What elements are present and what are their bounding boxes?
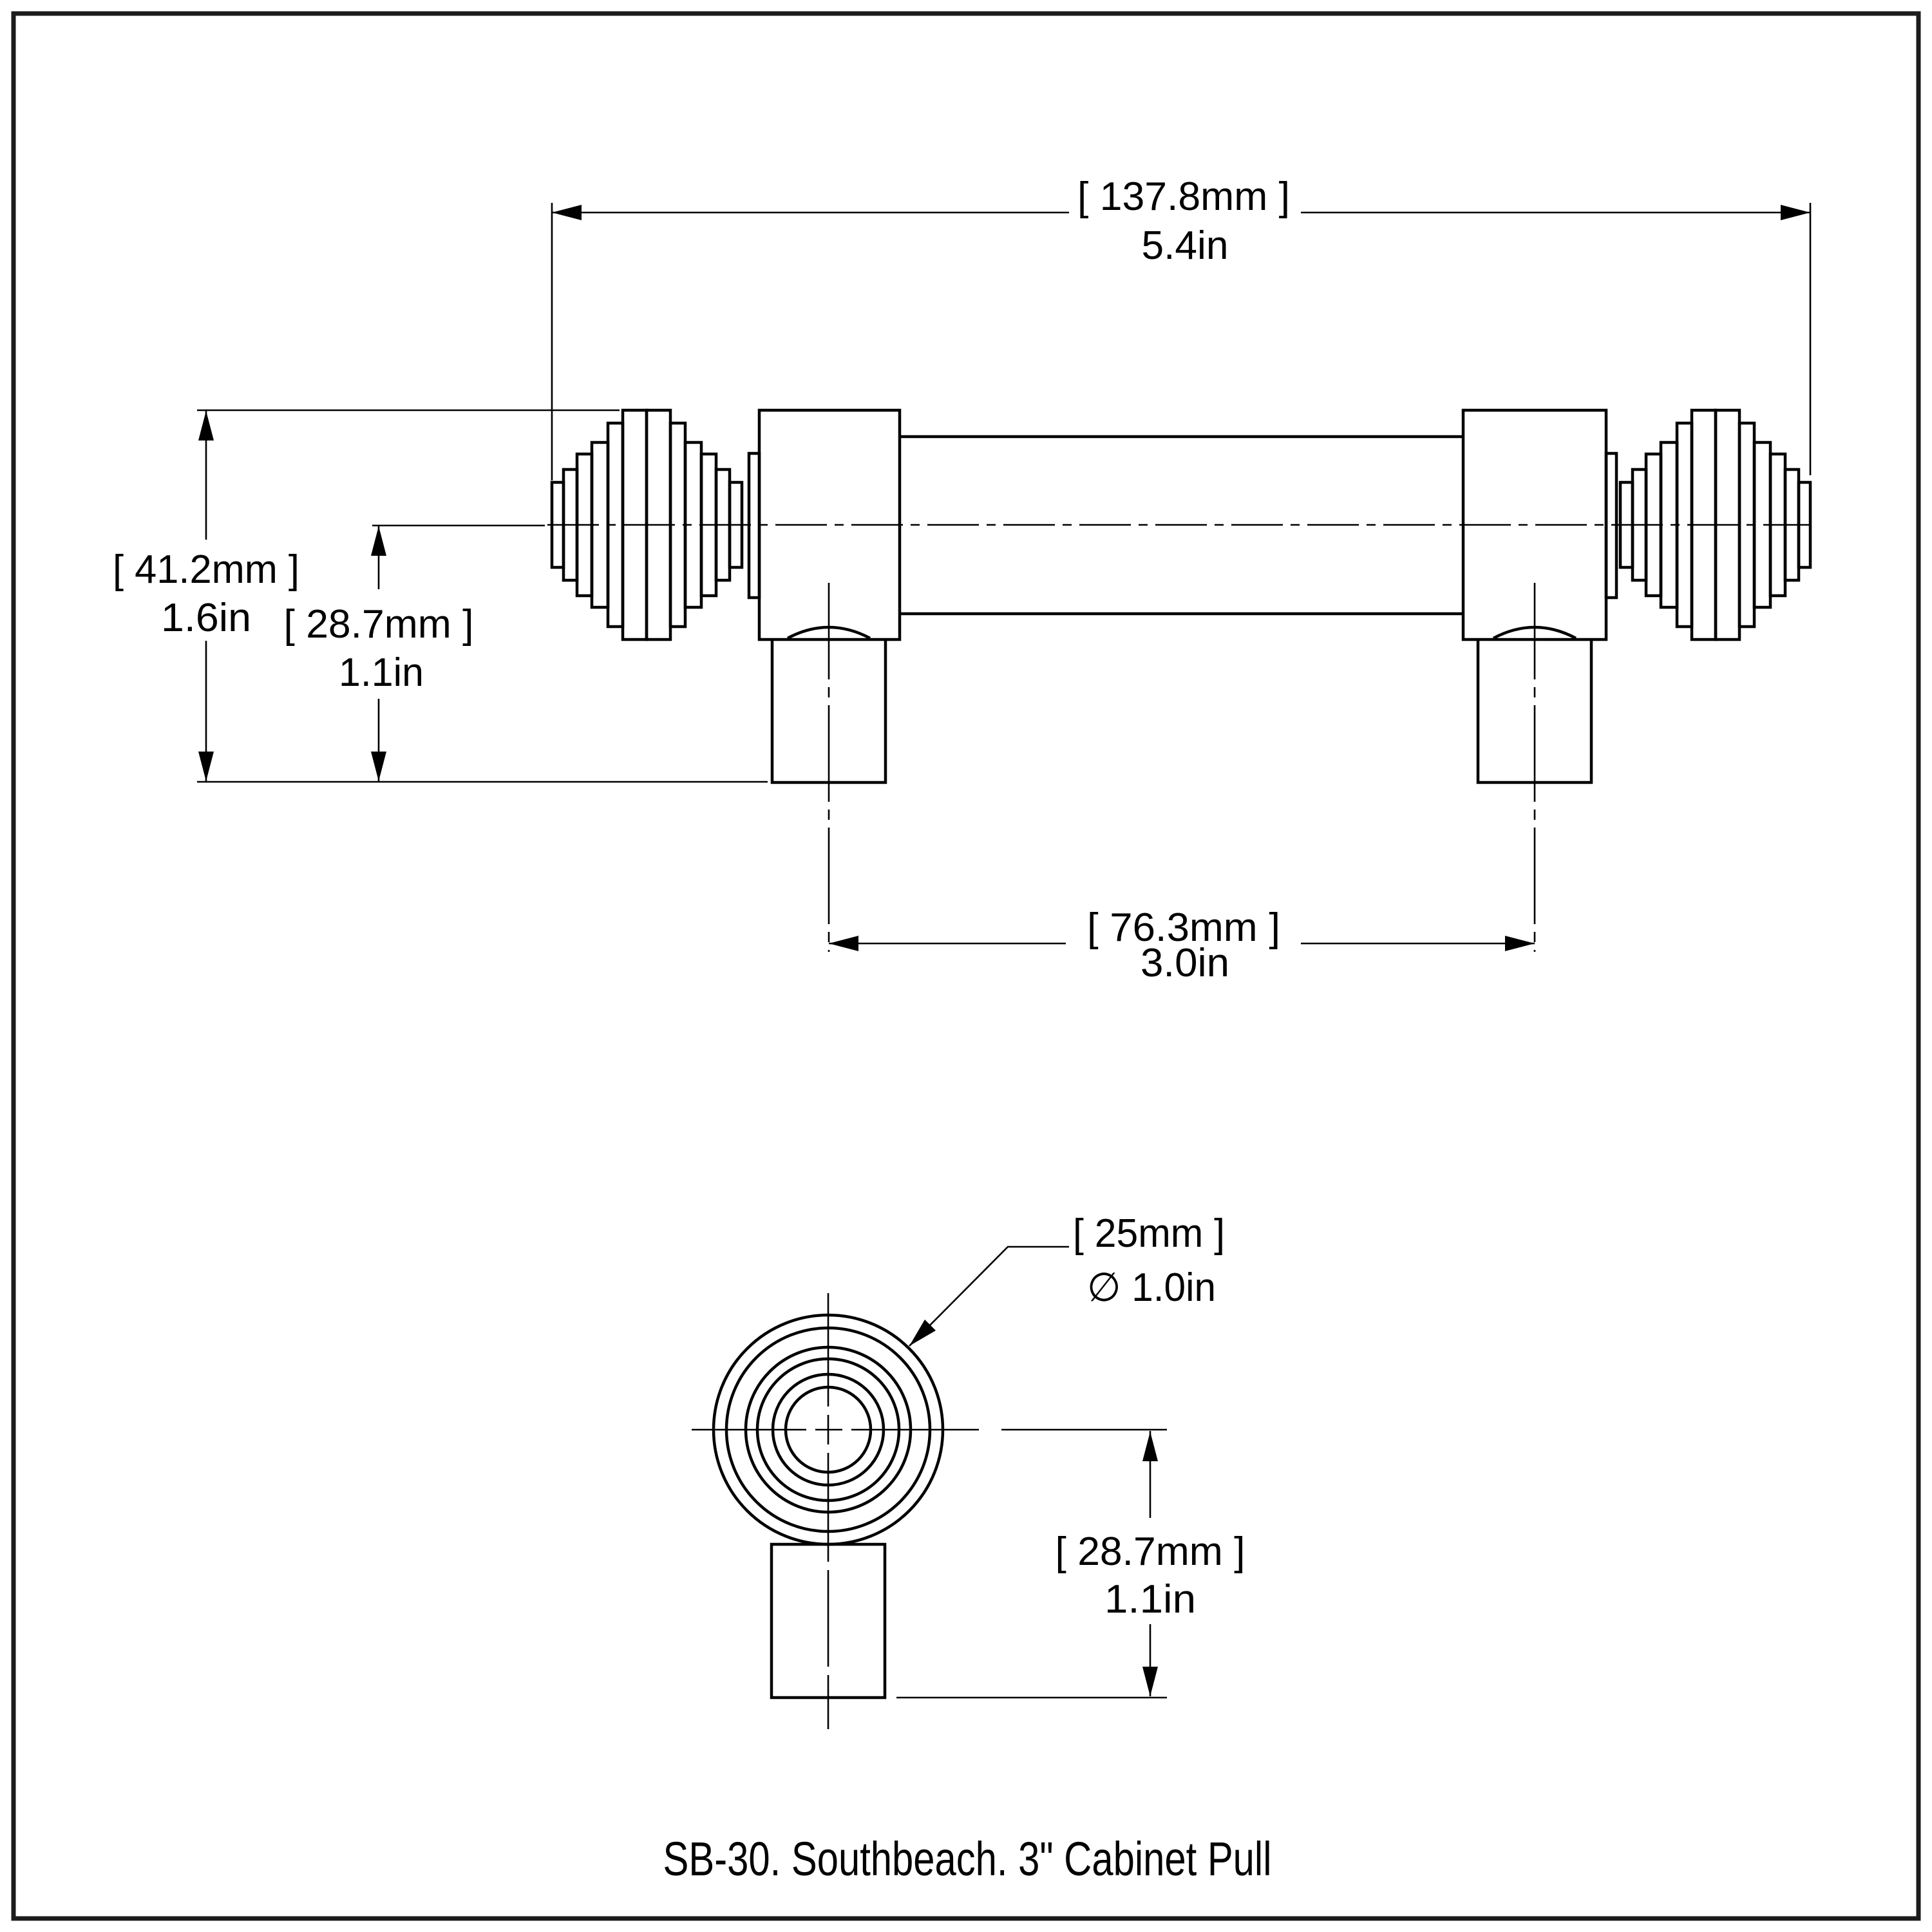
- arrowhead-up: [371, 526, 386, 556]
- dim-center-to-center-metric: [ 76.3mm ]: [1087, 905, 1280, 950]
- dim-overall-height-metric: [ 41.2mm ]: [113, 547, 299, 592]
- front-view: [547, 408, 1812, 784]
- dim-finial-diameter: [ 25mm ] ∅ 1.0in: [909, 1211, 1225, 1347]
- dim-finial-diameter-imperial: ∅ 1.0in: [1087, 1265, 1216, 1310]
- dim-center-to-center-imperial: 3.0in: [1141, 941, 1229, 985]
- drawing-caption: SB-30. Southbeach. 3" Cabinet Pull: [663, 1832, 1272, 1886]
- arrowhead-right: [1781, 205, 1810, 220]
- finial-step: [728, 480, 744, 569]
- leader-line: [909, 1245, 1069, 1347]
- arrowhead-down: [1142, 1667, 1158, 1696]
- dim-overall-length-metric: [ 137.8mm ]: [1077, 175, 1290, 219]
- arrowhead-down: [371, 752, 386, 781]
- page-border: [11, 11, 1921, 1921]
- dim-overall-height-imperial: 1.6in: [161, 596, 251, 640]
- dim-side-projection: [ 28.7mm ] 1.1in: [896, 1428, 1245, 1699]
- arrowhead-left: [552, 205, 582, 220]
- dim-overall-length-imperial: 5.4in: [1142, 223, 1229, 268]
- arrowhead-right: [1505, 936, 1535, 951]
- dim-side-projection-metric: [ 28.7mm ]: [1056, 1530, 1245, 1574]
- dim-overall-length: [ 137.8mm ] 5.4in: [551, 175, 1812, 480]
- arrowhead-left: [829, 936, 858, 951]
- dim-center-to-center: [ 76.3mm ] 3.0in: [828, 583, 1536, 985]
- dim-side-projection-imperial: 1.1in: [1104, 1577, 1196, 1622]
- side-crosshair: [692, 1293, 979, 1729]
- right-washer: [1604, 451, 1618, 600]
- side-view: [692, 1293, 979, 1729]
- finial-step: [1797, 480, 1812, 569]
- arrowhead-up: [198, 411, 214, 440]
- dim-front-projection: [ 28.7mm ] 1.1in: [284, 524, 545, 782]
- dim-finial-diameter-metric: [ 25mm ]: [1073, 1211, 1225, 1256]
- right-finial: [1618, 408, 1812, 641]
- dim-front-projection-imperial: 1.1in: [339, 650, 424, 695]
- dim-overall-height: [ 41.2mm ] 1.6in: [113, 409, 768, 783]
- arrowhead-down: [198, 752, 214, 781]
- arrowhead-up: [1142, 1432, 1158, 1461]
- arrowhead-leader: [909, 1320, 936, 1346]
- dim-front-projection-metric: [ 28.7mm ]: [284, 602, 474, 647]
- left-finial: [550, 408, 744, 641]
